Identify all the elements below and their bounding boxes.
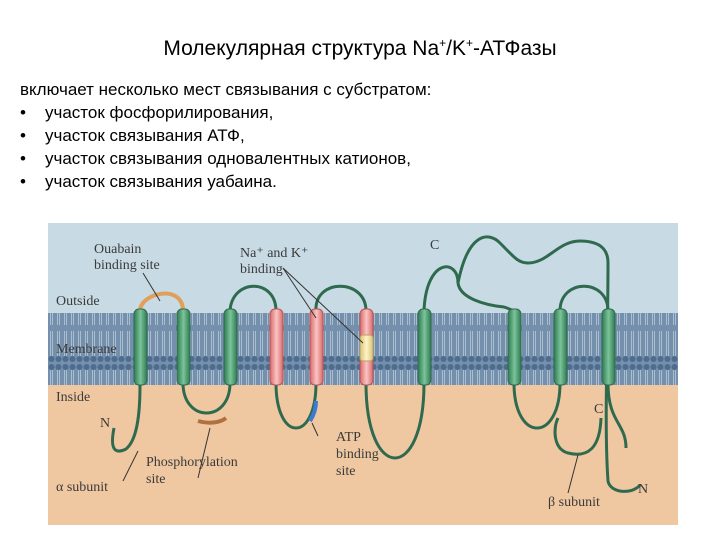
inside-label: Inside bbox=[56, 390, 90, 405]
ouabain-label-2: binding site bbox=[94, 258, 160, 273]
atp-label-1: ATP bbox=[336, 430, 361, 445]
list-item: участок связывания одновалентных катионо… bbox=[20, 147, 411, 170]
c-right-label: C bbox=[594, 402, 603, 417]
list-item: участок связывания уабаина. bbox=[20, 170, 411, 193]
membrane-label: Membrane bbox=[56, 342, 117, 357]
helix bbox=[553, 308, 568, 386]
beta-chain bbox=[553, 417, 603, 456]
ouabain-site bbox=[138, 291, 185, 312]
helix bbox=[417, 308, 432, 386]
intro-text: включает несколько мест связывания с суб… bbox=[20, 80, 432, 99]
c-top-label: C bbox=[430, 238, 439, 253]
atpase-diagram: Ouabain binding site Na⁺ and K⁺ binding … bbox=[48, 223, 678, 525]
n-right-label: N bbox=[638, 482, 648, 497]
phosphorylation-site bbox=[197, 416, 228, 425]
phosphorylation-label-2: site bbox=[146, 472, 165, 487]
helix bbox=[223, 308, 238, 386]
list-item: участок связывания АТФ, bbox=[20, 124, 411, 147]
phosphorylation-label-1: Phosphorylation bbox=[146, 455, 238, 470]
n-left-label: N bbox=[100, 416, 110, 431]
helix bbox=[507, 308, 522, 386]
ouabain-label-1: Ouabain bbox=[94, 242, 141, 257]
helix bbox=[359, 334, 374, 362]
list-item: участок фосфорилирования, bbox=[20, 101, 411, 124]
helix bbox=[309, 308, 324, 386]
alpha-subunit-label: α subunit bbox=[56, 480, 108, 495]
atp-label-3: site bbox=[336, 464, 355, 479]
atp-label-2: binding bbox=[336, 447, 379, 462]
nak-label-2: binding bbox=[240, 262, 283, 277]
beta-subunit-label: β subunit bbox=[548, 495, 600, 510]
helix bbox=[133, 308, 148, 386]
outside-label: Outside bbox=[56, 294, 100, 309]
transmembrane-helices bbox=[133, 308, 616, 386]
helix bbox=[601, 308, 616, 386]
slide-title: Молекулярная структура Na+/K+-АТФазы bbox=[163, 36, 557, 60]
helix bbox=[176, 308, 191, 386]
nak-label-1: Na⁺ and K⁺ bbox=[240, 246, 308, 261]
c-terminal-loop bbox=[456, 235, 642, 493]
helix bbox=[269, 308, 284, 386]
atp-binding-site bbox=[308, 400, 318, 423]
pointer-lines bbox=[122, 267, 579, 494]
binding-sites-list: участок фосфорилирования, участок связыв… bbox=[20, 101, 411, 193]
